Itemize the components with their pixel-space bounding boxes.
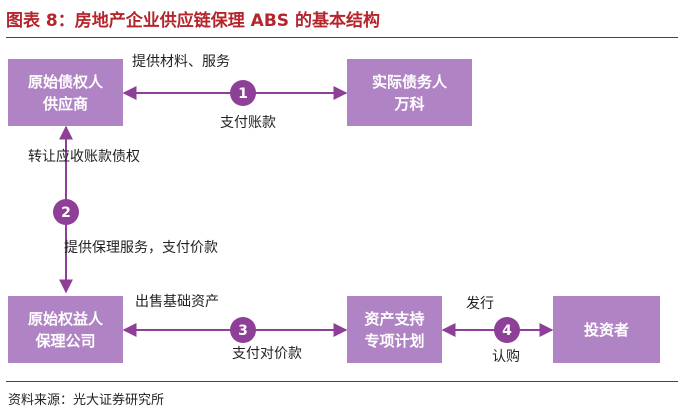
step-badge-2: 2 bbox=[53, 199, 79, 225]
box-investor-line1: 投资者 bbox=[583, 320, 629, 339]
label-sell-assets: 出售基础资产 bbox=[135, 294, 219, 310]
label-pay-accounts: 支付账款 bbox=[220, 115, 276, 131]
box-supplier-line1: 原始债权人 bbox=[27, 72, 103, 91]
box-investor: 投资者 bbox=[553, 296, 660, 363]
box-factor-line1: 原始权益人 bbox=[27, 309, 103, 328]
box-original-owner-factoring: 原始权益人 保理公司 bbox=[8, 296, 123, 363]
box-debtor-line1: 实际债务人 bbox=[371, 72, 447, 91]
step-number-1: 1 bbox=[238, 86, 248, 102]
box-supplier-line2: 供应商 bbox=[42, 94, 88, 113]
top-divider bbox=[6, 37, 678, 38]
label-provide-materials: 提供材料、服务 bbox=[132, 54, 230, 70]
box-abs-special-plan: 资产支持 专项计划 bbox=[347, 296, 442, 363]
source-note: 资料来源：光大证券研究所 bbox=[8, 393, 165, 408]
step-badge-3: 3 bbox=[230, 317, 256, 343]
box-original-creditor-supplier: 原始债权人 供应商 bbox=[8, 59, 123, 126]
figure-title: 图表 8：房地产企业供应链保理 ABS 的基本结构 bbox=[6, 11, 380, 31]
step-badge-4: 4 bbox=[494, 317, 520, 343]
label-factoring-service: 提供保理服务，支付价款 bbox=[64, 240, 218, 256]
step-number-4: 4 bbox=[502, 323, 512, 339]
box-spv-line2: 专项计划 bbox=[364, 331, 425, 350]
box-spv-line1: 资产支持 bbox=[364, 309, 425, 328]
step-number-3: 3 bbox=[238, 323, 248, 339]
box-actual-debtor-vanke: 实际债务人 万科 bbox=[347, 59, 472, 126]
step-badge-1: 1 bbox=[230, 80, 256, 106]
step-number-2: 2 bbox=[61, 205, 71, 221]
box-factor-line2: 保理公司 bbox=[35, 331, 96, 350]
bottom-divider bbox=[6, 381, 678, 382]
box-debtor-line2: 万科 bbox=[394, 94, 425, 113]
label-issue: 发行 bbox=[466, 296, 494, 312]
label-subscribe: 认购 bbox=[492, 349, 520, 365]
label-transfer-receivables: 转让应收账款债权 bbox=[28, 149, 140, 165]
label-pay-consideration: 支付对价款 bbox=[232, 346, 302, 362]
